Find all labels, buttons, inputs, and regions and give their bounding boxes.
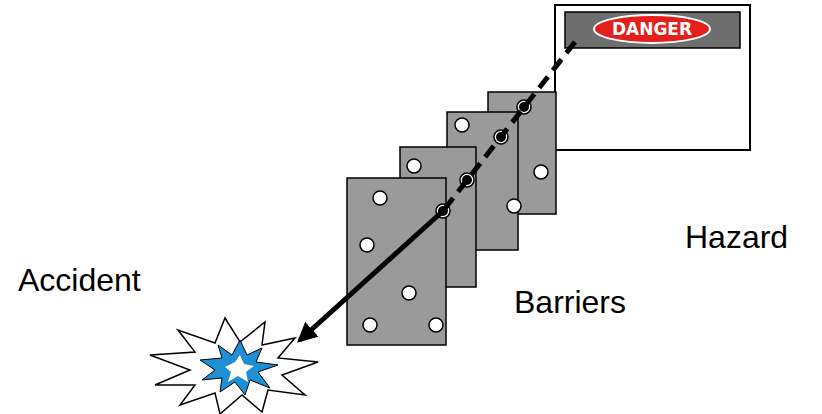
hole-pass-dot [496,132,506,142]
barrier-hole [402,286,416,300]
barrier-hole [534,165,548,179]
hole-pass-dot [519,102,529,112]
barrier-hole [429,318,443,332]
accident-burst-center [225,355,254,382]
part-label: Accident [18,264,141,296]
barrier-hole [455,118,469,132]
hazard-path [443,42,575,211]
part-label: Hazard [685,221,788,253]
accident-burst-core [200,340,278,395]
hole-pass-dot [462,175,472,185]
part-label: Barriers [514,286,626,318]
barrier-hole [363,318,377,332]
accident-burst [150,318,318,414]
barrier-plate [347,178,450,345]
hazard-panel [555,5,750,150]
barrier-hole [407,159,421,173]
barrier-hole [507,199,521,213]
barrier-hole [373,191,387,205]
sign-plate [565,12,740,48]
sign-text: DANGER [592,13,712,45]
accident-arrow [300,211,443,340]
danger-sign: DANGER [592,13,712,45]
barrier-plate [347,178,446,345]
hole-pass-dot [438,206,448,216]
barrier-hole [360,238,374,252]
